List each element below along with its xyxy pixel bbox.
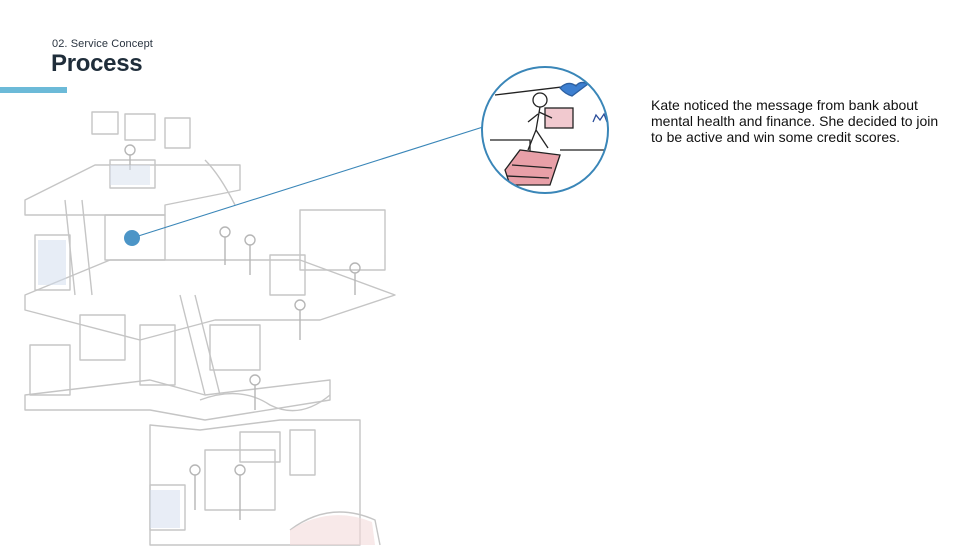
connector-line [131,126,484,239]
story-caption: Kate noticed the message from bank about… [651,97,939,145]
hotspot-marker-icon[interactable] [124,230,140,246]
zoom-detail [481,66,609,194]
title-accent-bar [0,87,67,93]
building-sketch [24,111,396,546]
page-title: Process [51,50,143,77]
section-eyebrow: 02. Service Concept [52,38,153,50]
